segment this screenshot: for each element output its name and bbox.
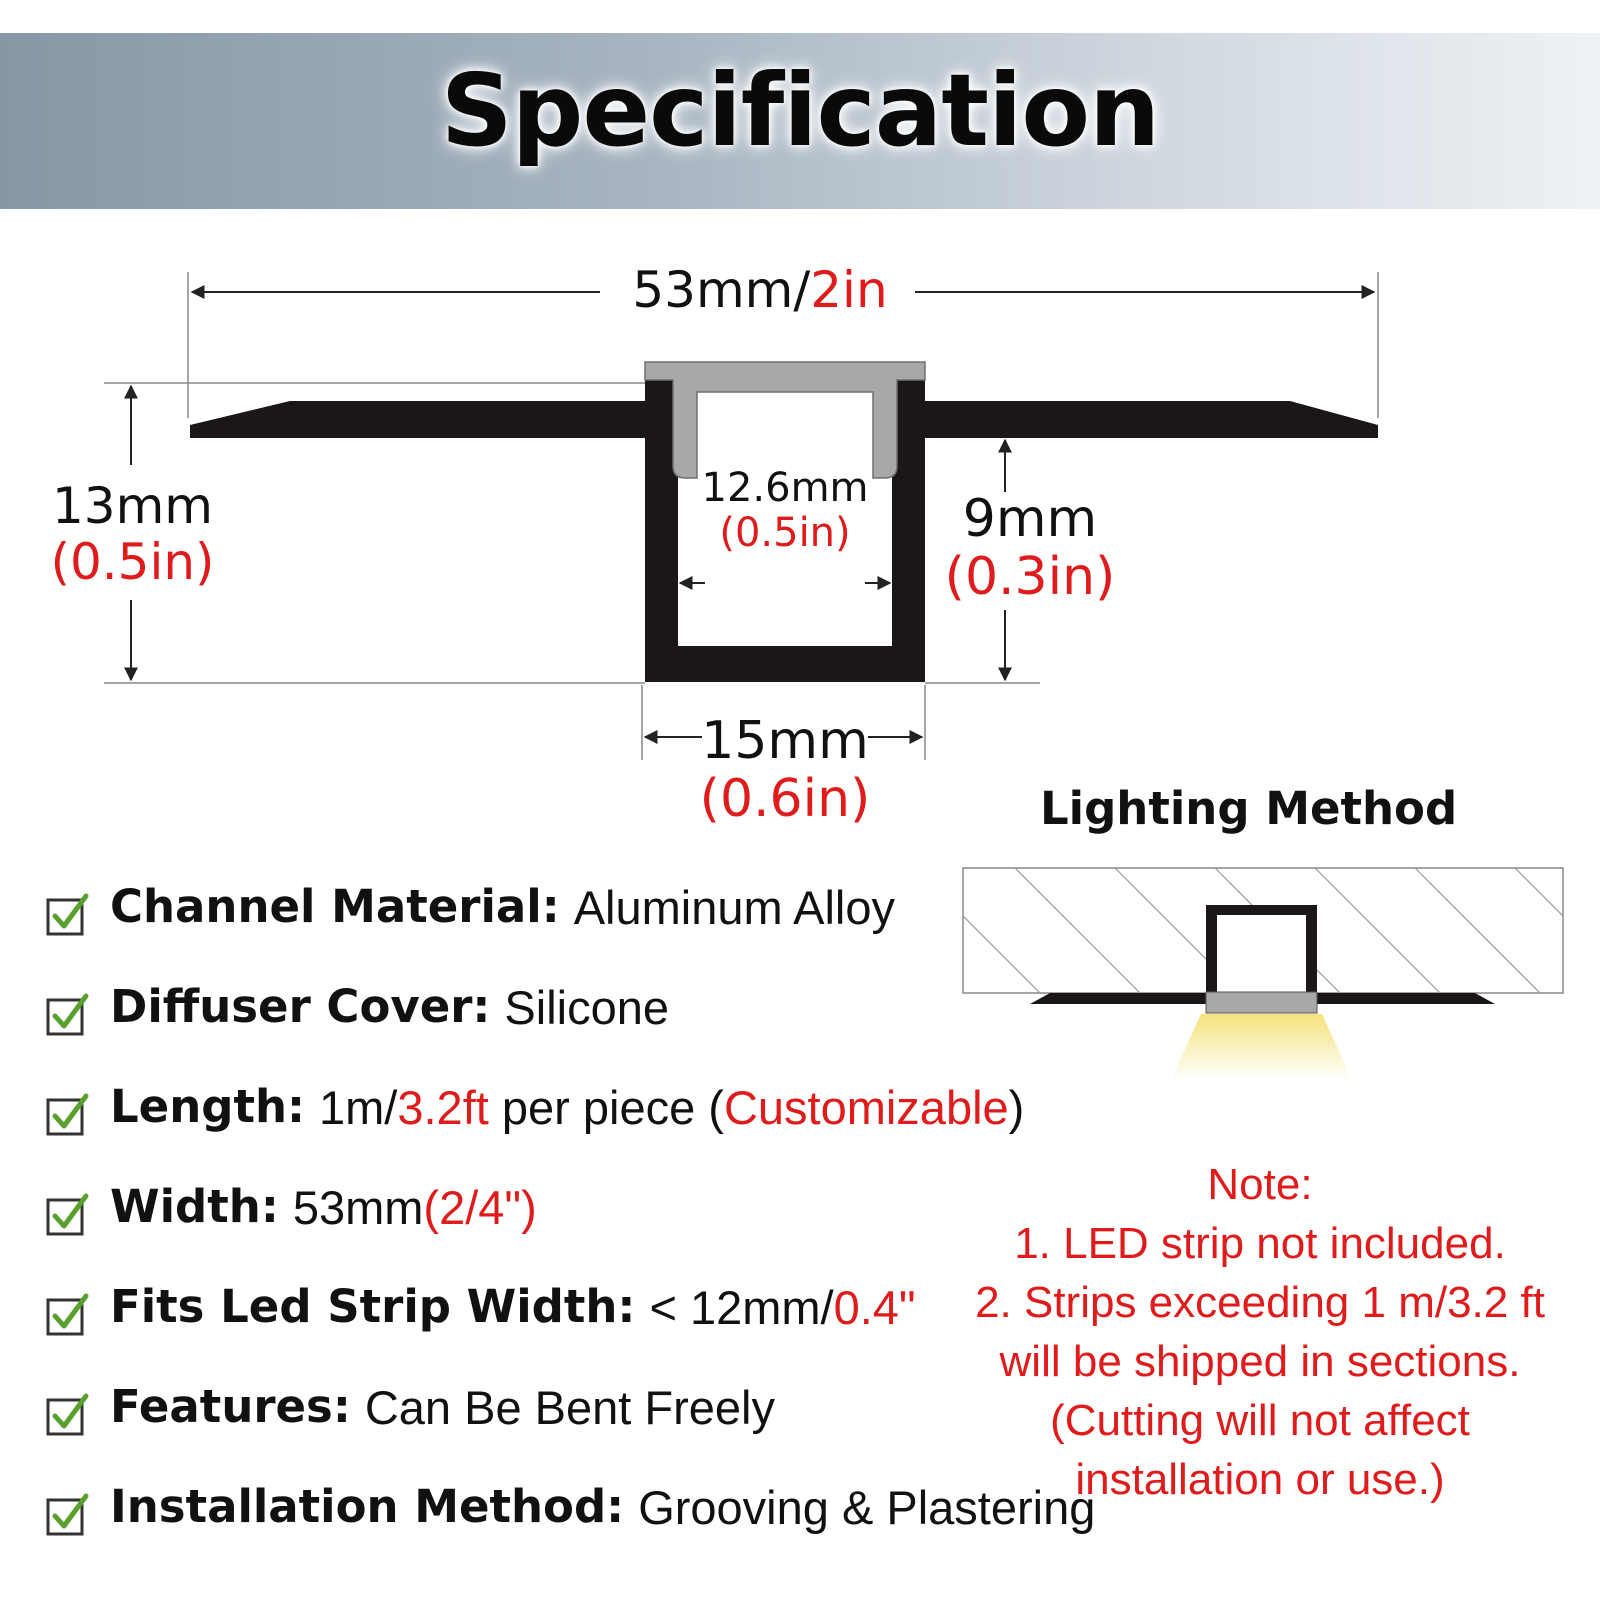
spec-diffuser-cover: Diffuser Cover: Silicone	[46, 980, 1046, 1080]
note-line: installation or use.)	[1075, 1455, 1445, 1504]
extension-lines	[104, 272, 1379, 760]
spec-value: < 12mm/0.4"	[649, 1281, 916, 1334]
dimension-channel-width: 15mm(0.6in)	[699, 711, 871, 830]
note-line: 2. Strips exceeding 1 m/3.2 ft	[975, 1278, 1545, 1327]
spec-features: Features: Can Be Bent Freely	[46, 1380, 1046, 1480]
spec-length: Length: 1m/3.2ft per piece (Customizable…	[46, 1080, 1046, 1180]
spec-label: Features:	[110, 1380, 351, 1433]
dimension-inner-width: 12.6mm(0.5in)	[701, 465, 869, 556]
spec-width: Width: 53mm(2/4")	[46, 1180, 1046, 1280]
dimension-total-width: 53mm/2in	[632, 261, 888, 319]
dimension-channel-depth: 9mm(0.3in)	[944, 489, 1116, 608]
checkbox-icon	[46, 893, 89, 936]
spec-label: Channel Material:	[110, 880, 560, 933]
checkbox-icon	[46, 1293, 89, 1336]
spec-channel-material: Channel Material: Aluminum Alloy	[46, 880, 1046, 980]
checkbox-icon	[46, 1193, 89, 1236]
lighting-method-title: Lighting Method	[1040, 782, 1458, 835]
profile-channel-inner	[678, 390, 892, 646]
dimension-lines	[124, 285, 1376, 744]
page-title: Specification	[440, 52, 1161, 169]
spec-fits-strip-width: Fits Led Strip Width: < 12mm/0.4"	[46, 1280, 1046, 1380]
spec-label: Diffuser Cover:	[110, 980, 491, 1033]
note-line: will be shipped in sections.	[999, 1337, 1521, 1386]
header-banner	[0, 33, 1600, 209]
note-line: (Cutting will not affect	[1050, 1396, 1470, 1445]
spec-value: Can Be Bent Freely	[364, 1381, 775, 1434]
checkbox-icon	[46, 1393, 89, 1436]
spec-label: Width:	[110, 1180, 279, 1233]
spec-list: Channel Material: Aluminum Alloy Diffuse…	[46, 880, 1095, 1580]
spec-value: Silicone	[504, 981, 670, 1034]
light-beam	[1171, 1014, 1352, 1080]
checkbox-icon	[46, 993, 89, 1036]
note-line: 1. LED strip not included.	[1014, 1219, 1506, 1268]
note-heading: Note:	[1207, 1160, 1313, 1209]
spec-installation-method: Installation Method: Grooving & Plasteri…	[46, 1480, 1095, 1580]
spec-label: Installation Method:	[110, 1480, 625, 1533]
lighting-method-diagram	[962, 867, 1564, 1080]
spec-value: 1m/3.2ft per piece (Customizable)	[319, 1081, 1025, 1134]
spec-label: Fits Led Strip Width:	[110, 1280, 636, 1333]
profile-cross-section	[104, 272, 1379, 760]
checkbox-icon	[46, 1093, 89, 1136]
spec-label: Length:	[110, 1080, 305, 1133]
dimension-total-height: 13mm(0.5in)	[50, 477, 215, 591]
mini-diffuser	[1205, 991, 1318, 1014]
note-block: Note: 1. LED strip not included. 2. Stri…	[940, 1155, 1580, 1509]
spec-value: Aluminum Alloy	[573, 881, 895, 934]
spec-value: 53mm(2/4")	[292, 1181, 537, 1234]
checkbox-icon	[46, 1493, 89, 1536]
diffuser-cover	[644, 361, 926, 479]
spec-value: Grooving & Plastering	[638, 1481, 1096, 1534]
